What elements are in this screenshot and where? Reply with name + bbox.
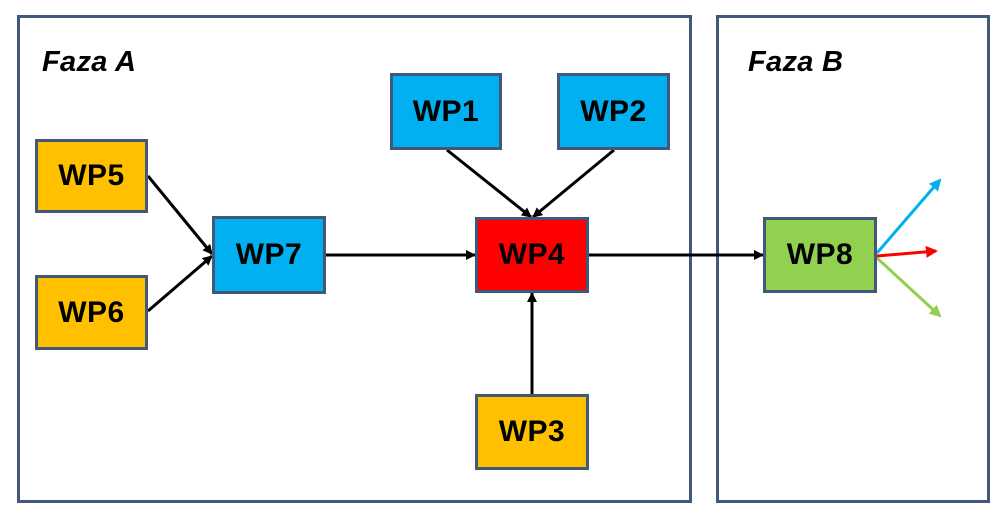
phase-a-title: Faza A xyxy=(42,46,137,78)
phase-b-title: Faza B xyxy=(748,46,844,78)
node-wp3-label: WP3 xyxy=(498,415,566,448)
node-wp1[interactable]: WP1 xyxy=(390,73,502,150)
node-wp5[interactable]: WP5 xyxy=(35,139,148,213)
node-wp2-label: WP2 xyxy=(580,94,647,128)
node-wp8[interactable]: WP8 xyxy=(763,217,877,293)
node-wp4-label: WP4 xyxy=(498,238,566,271)
node-wp7[interactable]: WP7 xyxy=(212,216,326,294)
node-wp2[interactable]: WP2 xyxy=(557,73,670,150)
node-wp7-label: WP7 xyxy=(235,238,303,271)
node-wp6[interactable]: WP6 xyxy=(35,275,148,350)
node-wp6-label: WP6 xyxy=(58,295,125,329)
node-wp1-label: WP1 xyxy=(412,94,480,128)
node-wp8-label: WP8 xyxy=(786,238,854,271)
node-wp5-label: WP5 xyxy=(58,159,125,192)
node-wp3[interactable]: WP3 xyxy=(475,394,589,470)
node-wp4[interactable]: WP4 xyxy=(475,217,589,293)
